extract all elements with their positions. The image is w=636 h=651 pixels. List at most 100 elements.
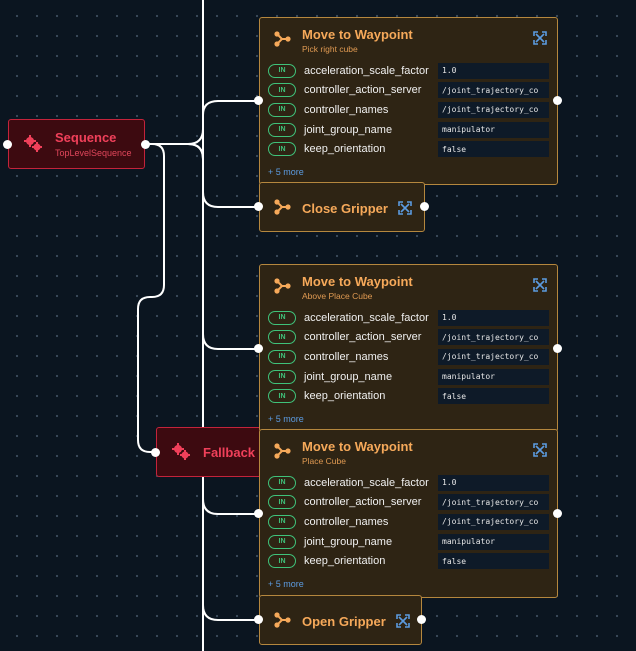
port-name: acceleration_scale_factor [304,476,429,489]
port-value-field[interactable]: manipulator [438,121,549,138]
move2-output-port[interactable] [553,344,562,353]
port-value-field[interactable]: /joint_trajectory_co [438,82,549,99]
sequence-node[interactable]: Sequence TopLevelSequence [8,119,145,169]
in-port-badge: IN [268,389,296,404]
port-row: IN keep_orientation false [268,139,549,159]
in-port-badge: IN [268,102,296,117]
move3-input-port[interactable] [254,509,263,518]
action-node-icon [272,29,292,49]
port-value-field[interactable]: false [438,553,549,570]
fallback-title: Fallback [203,444,256,460]
gears-icon [167,438,195,466]
move3-output-port[interactable] [553,509,562,518]
close-gripper-node[interactable]: Close Gripper [259,182,425,232]
port-name: acceleration_scale_factor [304,64,429,77]
port-name: controller_action_server [304,331,422,344]
more-ports-link[interactable]: + 5 more [268,579,304,589]
node-title: Close Gripper [302,201,388,216]
port-value-field[interactable]: manipulator [438,533,549,550]
fallback-input-port[interactable] [151,448,160,457]
action-node-icon [272,441,292,461]
node-title: Move to Waypoint [302,439,413,454]
port-row: IN controller_names/joint_trajectory_co [268,512,549,532]
port-name: joint_group_name [304,535,393,548]
port-value-field[interactable]: false [438,388,549,405]
sequence-input-port[interactable] [3,140,12,149]
sequence-output-port[interactable] [141,140,150,149]
port-row: IN joint_group_name manipulator [268,120,549,140]
expand-icon[interactable] [533,443,547,457]
port-name: keep_orientation [304,390,386,403]
port-value-field[interactable]: 1.0 [438,309,549,326]
fallback-node[interactable]: Fallback [156,427,266,477]
in-port-badge: IN [268,349,296,364]
move-to-waypoint-node-1[interactable]: Move to Waypoint Pick right cube IN accel… [259,17,558,185]
expand-icon[interactable] [533,31,547,45]
port-value-field[interactable]: /joint_trajectory_co [438,348,549,365]
in-port-badge: IN [268,310,296,325]
gears-icon [19,130,47,158]
port-value-field[interactable]: /joint_trajectory_co [438,329,549,346]
in-port-badge: IN [268,369,296,384]
port-name: acceleration_scale_factor [304,311,429,324]
sequence-title: Sequence [55,130,117,145]
port-row: IN joint_group_name manipulator [268,367,549,387]
node-title: Open Gripper [302,614,386,629]
port-name: controller_action_server [304,496,422,509]
port-row: IN controller_names/joint_trajectory_co [268,100,549,120]
port-value-field[interactable]: /joint_trajectory_co [438,494,549,511]
action-node-icon [272,276,292,296]
expand-icon[interactable] [398,201,412,215]
in-port-badge: IN [268,63,296,78]
port-value-field[interactable]: false [438,141,549,158]
expand-icon[interactable] [533,278,547,292]
port-value-field[interactable]: manipulator [438,368,549,385]
sequence-subtitle: TopLevelSequence [55,148,132,158]
open-gripper-node[interactable]: Open Gripper [259,595,422,645]
port-value-field[interactable]: 1.0 [438,474,549,491]
open-gripper-input-port[interactable] [254,615,263,624]
node-title: Move to Waypoint [302,274,413,289]
move2-input-port[interactable] [254,344,263,353]
port-name: controller_names [304,103,389,116]
close-gripper-output-port[interactable] [420,202,429,211]
move1-output-port[interactable] [553,96,562,105]
node-subtitle: Pick right cube [302,44,358,54]
port-value-field[interactable]: /joint_trajectory_co [438,101,549,118]
port-value-field[interactable]: /joint_trajectory_co [438,513,549,530]
in-port-badge: IN [268,142,296,157]
expand-icon[interactable] [396,614,410,628]
node-subtitle: Place Cube [302,456,346,466]
more-ports-link[interactable]: + 5 more [268,167,304,177]
action-node-icon [272,197,292,217]
node-title: Move to Waypoint [302,27,413,42]
open-gripper-output-port[interactable] [417,615,426,624]
more-ports-link[interactable]: + 5 more [268,414,304,424]
move1-input-port[interactable] [254,96,263,105]
port-name: controller_names [304,515,389,528]
port-value-field[interactable]: 1.0 [438,62,549,79]
port-name: joint_group_name [304,123,393,136]
wire-fallback-to-open-gripper [187,451,266,621]
move-to-waypoint-node-3[interactable]: Move to Waypoint Place Cube IN accelerati… [259,429,558,598]
in-port-badge: IN [268,514,296,529]
in-port-badge: IN [268,83,296,98]
wire-sequence-to-fallback [137,143,165,453]
port-row: IN controller_action_server/joint_traject… [268,493,549,513]
in-port-badge: IN [268,554,296,569]
in-port-badge: IN [268,495,296,510]
port-row: IN acceleration_scale_factor 1.0 [268,473,549,493]
wire-sequence-to-move2 [146,143,259,350]
wire-sequence-to-close-gripper [146,143,259,208]
in-port-badge: IN [268,122,296,137]
port-row: IN acceleration_scale_factor 1.0 [268,61,549,81]
port-name: controller_action_server [304,84,422,97]
port-name: keep_orientation [304,555,386,568]
port-name: joint_group_name [304,370,393,383]
close-gripper-input-port[interactable] [254,202,263,211]
in-port-badge: IN [268,475,296,490]
port-name: keep_orientation [304,143,386,156]
